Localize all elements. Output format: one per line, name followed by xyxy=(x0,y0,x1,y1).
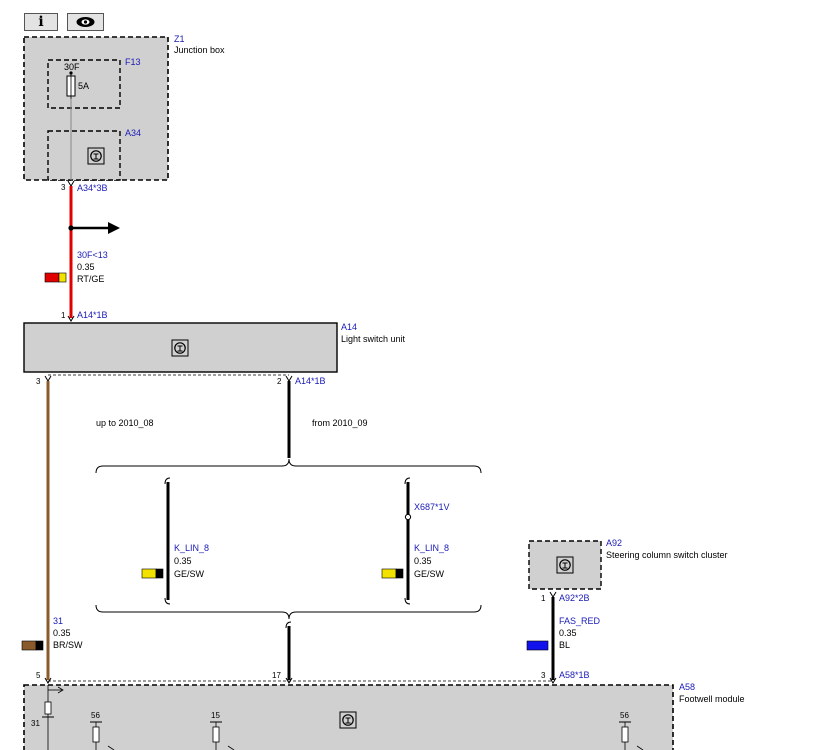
wire-k-lin-8-left[interactable] xyxy=(164,477,171,605)
a14-id: A14 xyxy=(341,322,357,332)
f13-id: F13 xyxy=(125,57,141,67)
a14-1b-right-label: A14*1B xyxy=(295,376,326,386)
w30f-color-code: RT/GE xyxy=(77,274,104,284)
w31-color-code: BR/SW xyxy=(53,640,83,650)
a92-2b-label: A92*2B xyxy=(559,593,590,603)
fas-red-signal: FAS_RED xyxy=(559,616,601,626)
info-icon: i xyxy=(38,14,44,30)
variant-right-label: from 2010_09 xyxy=(312,418,368,428)
klin-left-color-code: GE/SW xyxy=(174,569,205,579)
swatch-stripe-color xyxy=(395,568,404,579)
swatch-stripe-color xyxy=(58,272,67,283)
view-button[interactable] xyxy=(67,13,104,31)
a14-1b-top-label: A14*1B xyxy=(77,310,108,320)
f13-rating: 5A xyxy=(78,81,89,91)
a14-1b-top-pin: 1 xyxy=(61,311,66,320)
ecu-icon xyxy=(171,339,189,357)
wire-color-swatch-klin-left xyxy=(141,568,164,579)
variant-brace-top xyxy=(95,458,482,474)
a58-pin-mid: 17 xyxy=(272,671,281,680)
pin15-label: 15 xyxy=(211,711,220,720)
pin31-label: 31 xyxy=(31,719,40,728)
swatch-main-color xyxy=(381,568,397,579)
z1-name: Junction box xyxy=(174,45,225,55)
light-switch-unit-a14[interactable] xyxy=(23,322,338,373)
wire-color-swatch-klin-right xyxy=(381,568,404,579)
a58-internal-pin-56a xyxy=(90,721,115,750)
fuse-f13[interactable] xyxy=(47,59,121,109)
steering-column-switch-cluster-a92[interactable] xyxy=(528,540,602,590)
a92-id: A92 xyxy=(606,538,622,548)
klin-right-size: 0.35 xyxy=(414,556,432,566)
swatch-main-color xyxy=(526,640,549,651)
eye-icon xyxy=(76,17,95,27)
wire-a58-pin17[interactable] xyxy=(285,621,292,680)
a14-name: Light switch unit xyxy=(341,334,406,344)
swatch-main-color xyxy=(44,272,60,283)
a34-id: A34 xyxy=(125,128,141,138)
swatch-main-color xyxy=(21,640,37,651)
continuation-arrow[interactable] xyxy=(108,222,120,234)
a58-id: A58 xyxy=(679,682,695,692)
a34-3b-label: A34*3B xyxy=(77,183,108,193)
z1-id: Z1 xyxy=(174,34,185,44)
info-button[interactable]: i xyxy=(24,13,58,31)
a58-pin-left: 5 xyxy=(36,671,41,680)
fas-red-size: 0.35 xyxy=(559,628,577,638)
a34-3b-pin: 3 xyxy=(61,183,66,192)
variant-brace-bottom xyxy=(95,604,482,620)
swatch-stripe-color xyxy=(155,568,164,579)
control-unit-a34[interactable] xyxy=(47,130,121,181)
x687-label: X687*1V xyxy=(414,502,450,512)
pin56b-label: 56 xyxy=(620,711,629,720)
a58-1b-pin: 3 xyxy=(541,671,546,680)
a58-internal-pin-31 xyxy=(42,685,64,750)
fas-red-color-code: BL xyxy=(559,640,570,650)
ecu-icon xyxy=(556,556,574,574)
w30f-size: 0.35 xyxy=(77,262,95,272)
a14-left-pin: 3 xyxy=(36,377,41,386)
klin-right-signal: K_LIN_8 xyxy=(414,543,449,553)
klin-left-signal: K_LIN_8 xyxy=(174,543,209,553)
wire-color-swatch-w30f xyxy=(44,272,67,283)
f13-terminal: 30F xyxy=(64,62,80,72)
a58-name: Footwell module xyxy=(679,694,745,704)
ecu-icon xyxy=(87,147,105,165)
variant-left-label: up to 2010_08 xyxy=(96,418,154,428)
wire-k-lin-8-right[interactable] xyxy=(404,477,411,605)
swatch-stripe-color xyxy=(35,640,44,651)
a58-internal-pin-56b xyxy=(619,721,644,750)
swatch-main-color xyxy=(141,568,157,579)
klin-left-size: 0.35 xyxy=(174,556,192,566)
a58-1b-label: A58*1B xyxy=(559,670,590,680)
klin-right-color-code: GE/SW xyxy=(414,569,445,579)
footwell-module-a58[interactable] xyxy=(23,684,674,750)
w30f-signal: 30F<13 xyxy=(77,250,108,260)
wire-color-swatch-fas-red xyxy=(526,640,549,651)
a92-2b-pin: 1 xyxy=(541,594,546,603)
wire-color-swatch-w31 xyxy=(21,640,44,651)
connector-x687[interactable] xyxy=(404,513,412,521)
a58-internal-pin-15 xyxy=(210,721,235,750)
a92-name: Steering column switch cluster xyxy=(606,550,728,560)
w31-size: 0.35 xyxy=(53,628,71,638)
w31-signal: 31 xyxy=(53,616,63,626)
ecu-icon xyxy=(339,711,357,729)
pin56a-label: 56 xyxy=(91,711,100,720)
a14-1b-right-pin: 2 xyxy=(277,377,282,386)
